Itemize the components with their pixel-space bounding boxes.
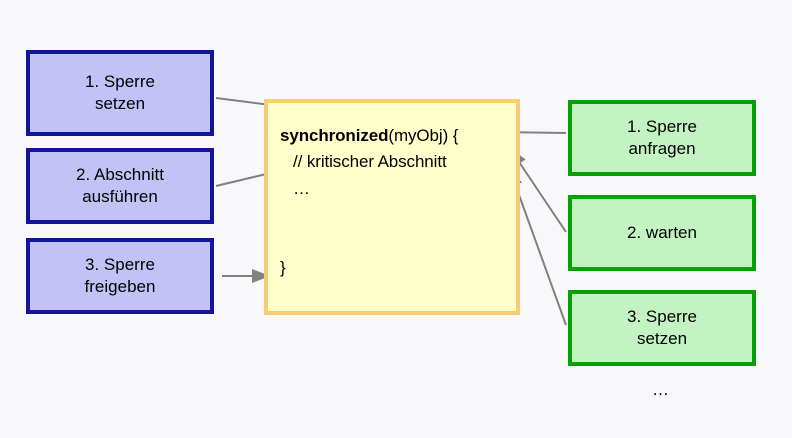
code-line-closing-brace: } (280, 258, 286, 277)
code-line-ellipsis: … (293, 178, 310, 198)
lock-box-line2: setzen (636, 329, 688, 348)
step-box-line1: 2. Abschnitt (76, 165, 164, 185)
code-line-synchronized: synchronized(myObj) { (280, 123, 516, 149)
lock-box-request[interactable]: 1. Sperre anfragen (568, 100, 756, 176)
lock-box-line1: 1. Sperre (627, 117, 697, 137)
step-box-lock-set[interactable]: 1. Sperre setzen (26, 50, 214, 136)
step-box-lock-release[interactable]: 3. Sperre freigeben (26, 238, 214, 314)
step-box-line2: setzen (94, 94, 146, 113)
step-box-line1: 1. Sperre (85, 72, 155, 92)
lock-box-wait[interactable]: 2. warten (568, 195, 756, 271)
step-box-line2: ausführen (82, 187, 158, 206)
code-line-comment: // kritischer Abschnitt (293, 152, 447, 172)
step-box-line1: 3. Sperre (85, 255, 155, 275)
lock-box-set[interactable]: 3. Sperre setzen (568, 290, 756, 366)
step-box-section-execute[interactable]: 2. Abschnitt ausführen (26, 148, 214, 224)
synchronized-code-block: synchronized(myObj) { // kritischer Absc… (264, 99, 520, 315)
step-box-line2: freigeben (84, 277, 156, 296)
code-signature: (myObj) { (388, 126, 459, 145)
lock-box-line1: 2. warten (627, 223, 697, 243)
lock-box-line1: 3. Sperre (627, 307, 697, 327)
right-column-ellipsis: … (652, 380, 670, 399)
lock-box-line2: anfragen (628, 139, 696, 158)
code-keyword: synchronized (280, 126, 389, 145)
